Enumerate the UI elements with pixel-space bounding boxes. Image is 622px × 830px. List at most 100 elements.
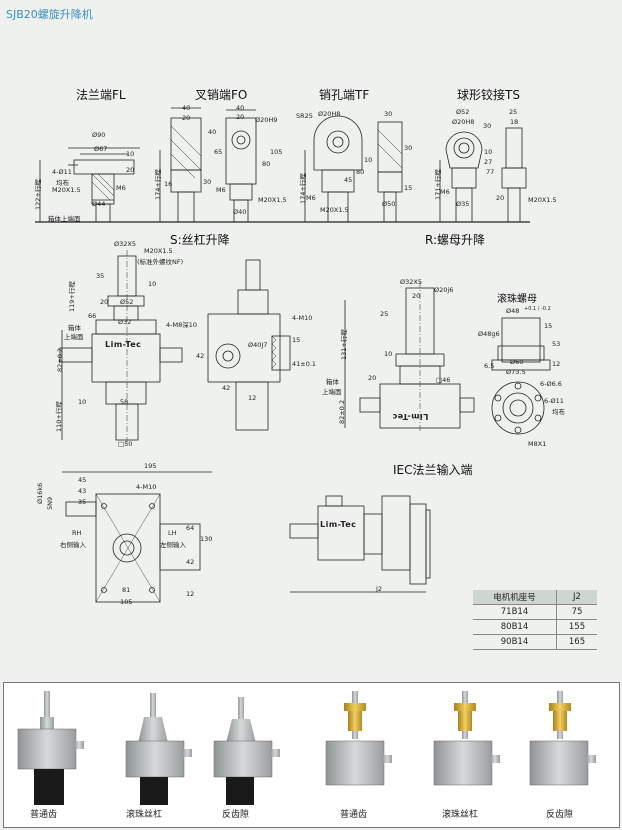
dim-label: 42	[222, 384, 231, 392]
dim-label: Ø67	[94, 145, 108, 153]
dim-label: 35	[96, 272, 105, 280]
dim-label: (标准外螺纹NF)	[137, 258, 184, 266]
dim-label: 12	[248, 394, 257, 402]
table-cell: 80B14	[473, 619, 557, 635]
photo-product-4	[325, 691, 392, 786]
dim-label: 42	[196, 352, 205, 360]
photo-caption: 普通齿	[340, 810, 368, 820]
dim-label: 右侧输入	[60, 541, 86, 549]
dim-label: Ø20j6	[434, 286, 454, 294]
dim-label: +0.1 / -0.2	[524, 306, 551, 312]
brand-label-s: Lim-Tec	[105, 340, 142, 349]
dim-label: 105	[120, 598, 133, 606]
dim-label: □50	[118, 440, 133, 448]
dim-label: 20	[412, 292, 421, 300]
iec-drawing	[289, 495, 431, 593]
dim-label: Ø20H9	[255, 116, 278, 124]
dim-label: 10	[484, 148, 493, 156]
dim-label: M20X1.5	[144, 247, 173, 255]
photo-caption: 普通齿	[30, 810, 58, 820]
dim-label: Ø48	[506, 307, 520, 315]
dim-label: 80	[356, 168, 365, 176]
tf-drawing	[304, 115, 403, 223]
dim-label: 4-M8深10	[166, 321, 197, 329]
dim-label: 18	[510, 118, 519, 126]
brand-label-r: Lim-Tec	[392, 412, 429, 421]
dim-label: M20X1.5	[52, 186, 81, 194]
photo-caption: 滚珠丝杠	[442, 810, 479, 820]
dim-label: 10	[78, 398, 87, 406]
table-header: J2	[556, 590, 597, 605]
photo-product-1	[17, 691, 84, 805]
dim-label: 10	[384, 350, 393, 358]
dim-label: □46	[436, 376, 451, 384]
dim-label: 4-M10	[136, 483, 157, 491]
dim-label: 20	[368, 374, 377, 382]
photo-product-6	[529, 691, 596, 786]
dim-label: 箱体上端面	[48, 215, 81, 223]
dim-label: Ø16k6	[36, 482, 44, 504]
dim-label: 110+行程	[55, 401, 63, 432]
photo-caption: 反齿隙	[222, 810, 250, 820]
dim-label: 80	[262, 160, 271, 168]
dim-label: M6	[116, 184, 126, 192]
dim-label: 10	[148, 280, 157, 288]
dim-label: 30	[384, 110, 393, 118]
dim-label: 均布	[56, 179, 69, 187]
product-photo-strip: 普通齿 滚珠丝杠 反齿隙 普通齿 滚珠丝杠 反齿隙	[3, 682, 620, 828]
ts-drawing	[439, 127, 527, 223]
dim-label: 20	[100, 298, 109, 306]
s-side-drawing	[207, 259, 291, 431]
dim-label: 6-Ø6.6	[540, 380, 562, 388]
dim-label: 122+行程	[34, 179, 42, 210]
dim-label: 40	[208, 128, 217, 136]
ball-nut-drawing	[491, 317, 551, 435]
dim-label: Ø52	[120, 298, 134, 306]
dim-label: Ø32X5	[400, 278, 422, 286]
dim-label: SR25	[296, 112, 313, 120]
dim-label: Ø48g6	[478, 330, 500, 338]
dim-label: 45	[78, 476, 87, 484]
fl-drawing	[39, 147, 140, 223]
photo-product-2	[125, 693, 192, 805]
r-front-drawing	[344, 282, 475, 432]
dim-label: Ø52	[456, 108, 470, 116]
table-cell: 75	[556, 604, 597, 620]
dim-label: 20	[236, 113, 245, 121]
dim-label: Ø44	[92, 200, 106, 208]
dim-label: 30	[483, 122, 492, 130]
dim-label: 131+行程	[340, 329, 348, 360]
dim-label: Ø50	[382, 200, 396, 208]
dim-label: M20X1.5	[258, 196, 287, 204]
dim-label: 119+行程	[68, 281, 76, 312]
dim-label: 15	[404, 184, 413, 192]
dim-label: 30	[404, 144, 413, 152]
dim-label: Ø32	[118, 318, 132, 326]
dim-label: 27	[484, 158, 493, 166]
table-row: 80B14 155	[473, 619, 597, 635]
section-ts-title: 球形铰接TS	[457, 88, 520, 102]
dim-label: 174+行程	[154, 169, 162, 200]
dim-label: 77	[486, 168, 495, 176]
top-view-drawing	[62, 471, 212, 603]
table-cell: 165	[556, 634, 597, 650]
dim-label: 35	[78, 498, 87, 506]
dim-label: 82±0.2	[338, 399, 346, 424]
dim-label: 6.5	[484, 362, 495, 370]
motor-frame-table: 电机机座号 J2 71B14 75 80B14 155 90B14 165	[473, 590, 597, 650]
dim-label: 174+行程	[299, 173, 307, 204]
brand-label-iec: Lim-Tec	[320, 520, 357, 529]
table-header: 电机机座号	[473, 590, 557, 605]
photo-caption: 反齿隙	[546, 810, 574, 820]
dim-label: M6	[440, 188, 450, 196]
dim-label: Ø40J7	[248, 341, 268, 349]
table-row: 90B14 165	[473, 634, 597, 650]
dim-label: 上端面	[322, 388, 342, 396]
dim-label: 12	[552, 360, 561, 368]
dim-label: 40	[182, 104, 191, 112]
dim-label: J2	[376, 585, 383, 593]
dim-label: 箱体	[326, 378, 339, 386]
dim-label: 4-Ø11	[52, 168, 72, 176]
table-cell: 155	[556, 619, 597, 635]
dim-label: Ø32X5	[114, 240, 136, 248]
